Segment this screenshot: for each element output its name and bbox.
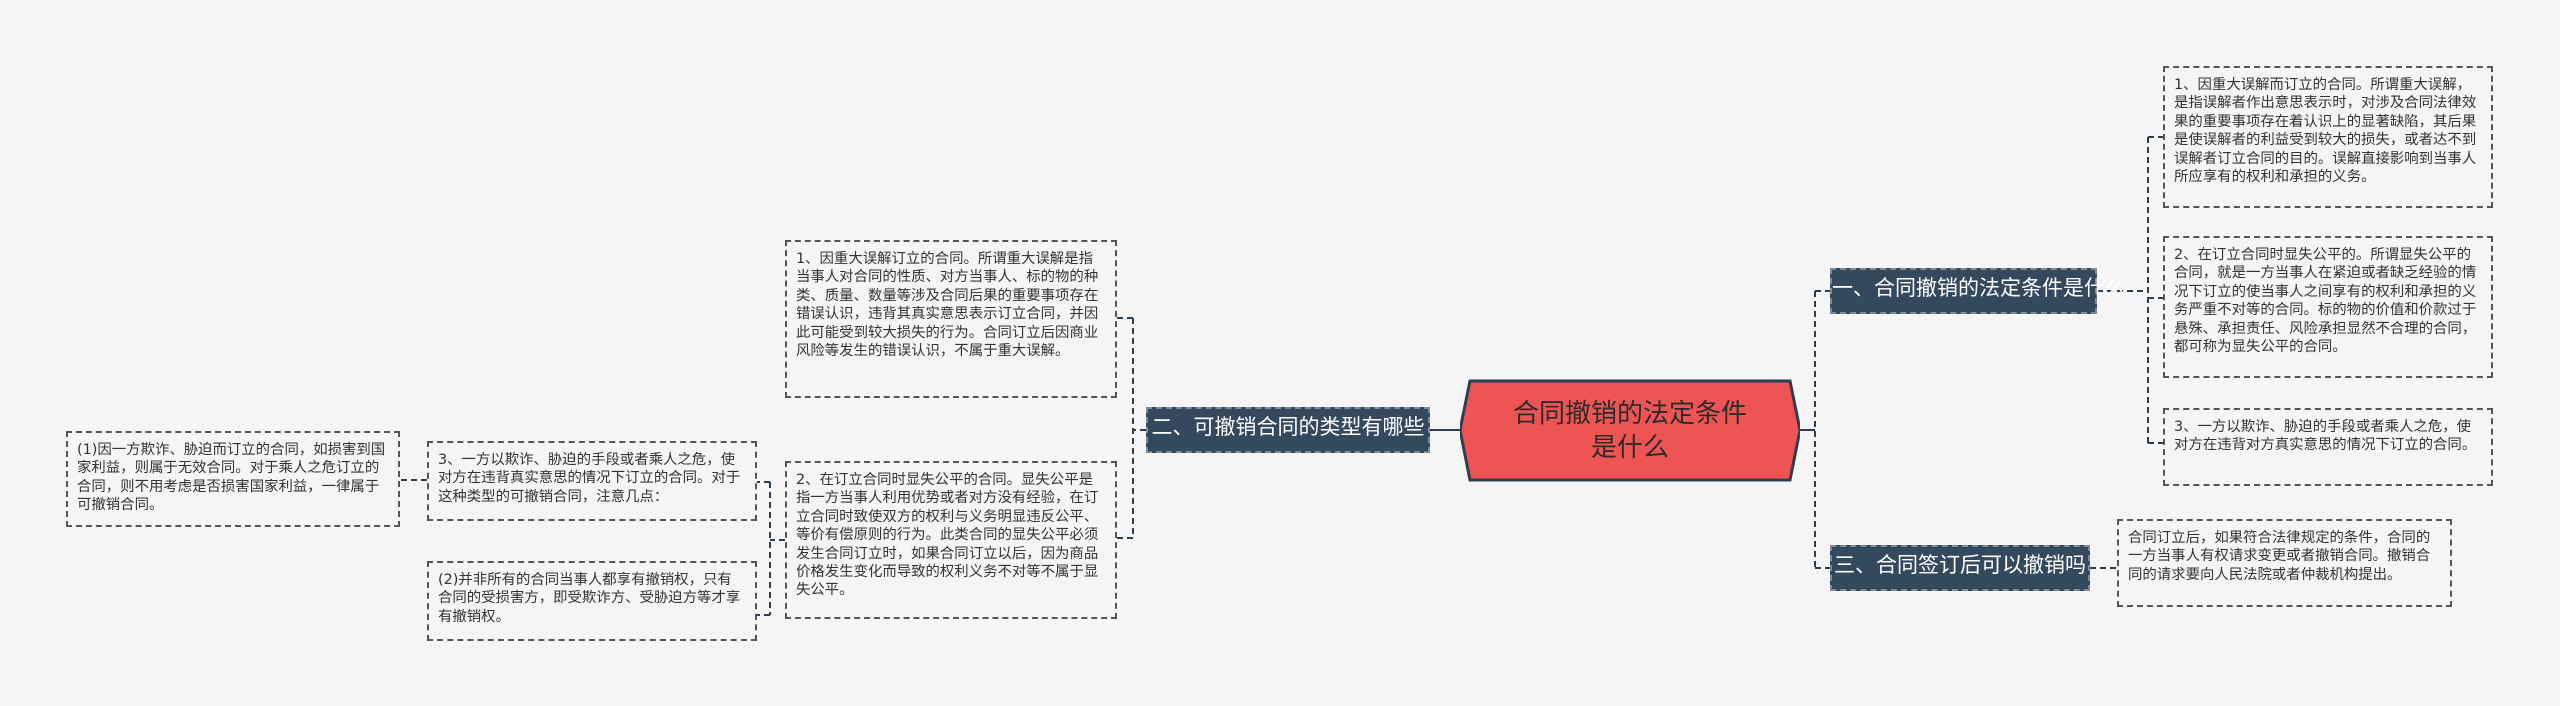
topic-label: 三、合同签订后可以撤销吗 <box>1834 553 2086 577</box>
leaf-text: (2)并非所有的合同当事人都享有撤销权，只有合同的受损害方，即受欺诈方、受胁迫方… <box>438 572 741 625</box>
leaf-left-obviously-unfair[interactable]: 2、在订立合同时显失公平的合同。显失公平是指一方当事人利用优势或者对方没有经验，… <box>785 461 1117 619</box>
leaf-text: 1、因重大误解而订立的合同。所谓重大误解，是指误解者作出意思表示时，对涉及合同法… <box>2174 77 2477 186</box>
topic-root-link <box>1430 429 1462 431</box>
topic-legal-conditions[interactable]: 一、合同撤销的法定条件是什么 <box>1830 268 2126 314</box>
root-node[interactable]: 合同撤销的法定条件是什么 <box>1460 379 1800 482</box>
root-label: 合同撤销的法定条件是什么 <box>1512 398 1747 463</box>
leaf-text: 合同订立后，如果符合法律规定的条件，合同的一方当事人有权请求变更或者撤销合同。撤… <box>2128 530 2431 583</box>
leaf-left-fraud-coercion[interactable]: 3、一方以欺诈、胁迫的手段或者乘人之危，使对方在违背真实意思的情况下订立的合同。… <box>427 441 757 521</box>
topic-label: 一、合同撤销的法定条件是什么 <box>1832 276 2126 300</box>
leaf-fraud-coercion[interactable]: 3、一方以欺诈、胁迫的手段或者乘人之危，使对方在违背对方真实意思的情况下订立的合… <box>2163 408 2493 486</box>
topic-revocable-contract-types[interactable]: 二、可撤销合同的类型有哪些 <box>1146 407 1430 453</box>
topic-can-revoke-after-signing[interactable]: 三、合同签订后可以撤销吗 <box>1830 545 2090 591</box>
topic-label: 二、可撤销合同的类型有哪些 <box>1151 415 1425 439</box>
leaf-text: 2、在订立合同时显失公平的合同。显失公平是指一方当事人利用优势或者对方没有经验，… <box>796 472 1099 599</box>
subleaf-revocation-right[interactable]: (2)并非所有的合同当事人都享有撤销权，只有合同的受损害方，即受欺诈方、受胁迫方… <box>427 561 757 641</box>
leaf-text: 2、在订立合同时显失公平的。所谓显失公平的合同，就是一方当事人在紧迫或者缺乏经验… <box>2174 247 2477 356</box>
leaf-text: 3、一方以欺诈、胁迫的手段或者乘人之危，使对方在违背对方真实意思的情况下订立的合… <box>2174 419 2477 454</box>
leaf-text: (1)因一方欺诈、胁迫而订立的合同，如损害到国家利益，则属于无效合同。对于乘人之… <box>77 442 386 514</box>
leaf-obviously-unfair[interactable]: 2、在订立合同时显失公平的。所谓显失公平的合同，就是一方当事人在紧迫或者缺乏经验… <box>2163 236 2493 378</box>
leaf-revoke-request[interactable]: 合同订立后，如果符合法律规定的条件，合同的一方当事人有权请求变更或者撤销合同。撤… <box>2117 519 2452 607</box>
leaf-major-misunderstanding[interactable]: 1、因重大误解而订立的合同。所谓重大误解，是指误解者作出意思表示时，对涉及合同法… <box>2163 66 2493 208</box>
leaf-left-major-misunderstanding[interactable]: 1、因重大误解订立的合同。所谓重大误解是指当事人对合同的性质、对方当事人、标的物… <box>785 240 1117 398</box>
leaf-text: 3、一方以欺诈、胁迫的手段或者乘人之危，使对方在违背真实意思的情况下订立的合同。… <box>438 452 741 505</box>
hexagon-shape <box>1460 379 1800 482</box>
subleaf-national-interest[interactable]: (1)因一方欺诈、胁迫而订立的合同，如损害到国家利益，则属于无效合同。对于乘人之… <box>66 431 400 527</box>
leaf-text: 1、因重大误解订立的合同。所谓重大误解是指当事人对合同的性质、对方当事人、标的物… <box>796 251 1099 360</box>
